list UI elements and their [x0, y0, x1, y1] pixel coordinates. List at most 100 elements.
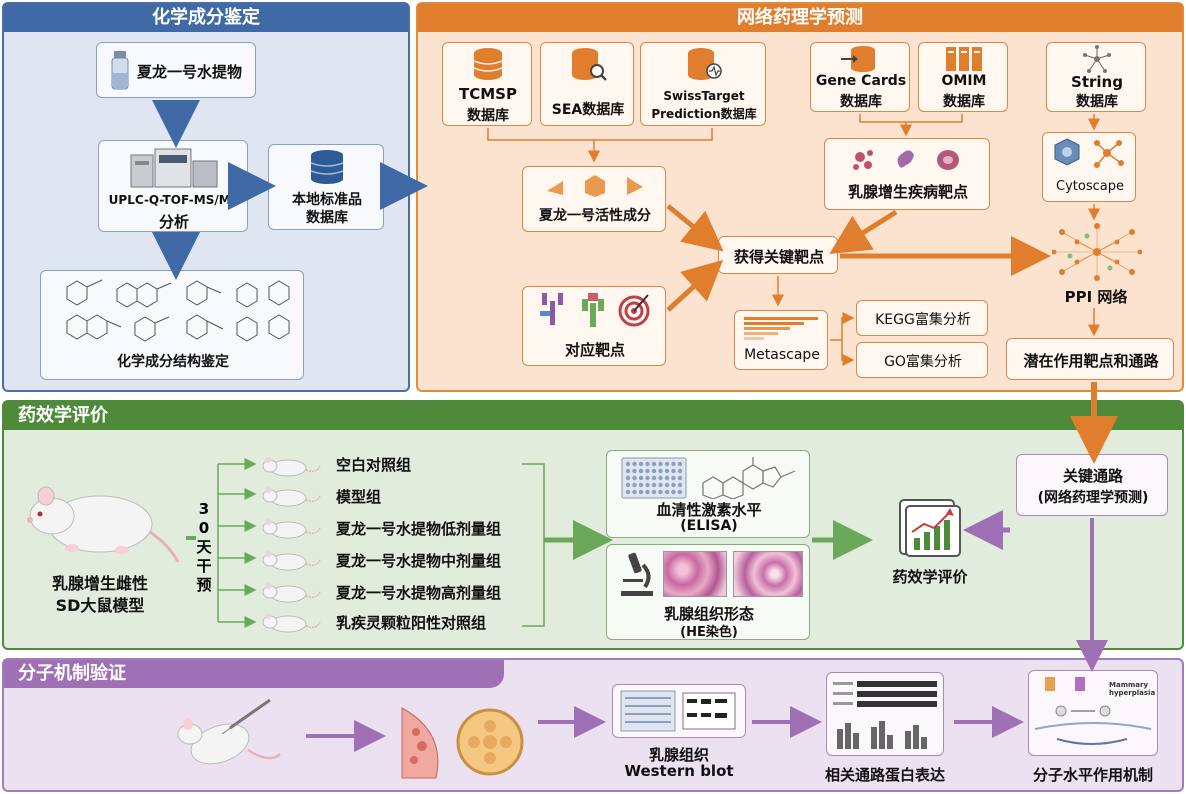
well	[625, 482, 631, 488]
well	[677, 482, 683, 488]
potential-label: 潜在作用靶点和通路	[1023, 352, 1159, 370]
mouse-icon	[258, 610, 322, 634]
tcmsp-label-2: 数据库	[467, 108, 509, 124]
well	[625, 461, 631, 467]
well	[645, 489, 650, 495]
he-stain-image	[733, 551, 803, 597]
steroid-molecule-icon	[702, 457, 796, 499]
group-label: 夏龙一号水提物高剂量组	[336, 584, 502, 602]
uplc-box: UPLC-Q-TOF-MS/MS 分析	[98, 140, 248, 232]
evaluation-label: 药效学评价	[892, 568, 968, 586]
database-import-icon	[841, 46, 875, 72]
intervention-char: 预	[196, 576, 212, 594]
well	[645, 482, 650, 488]
disease-label: 乳腺增生疾病靶点	[847, 183, 968, 201]
well	[651, 482, 657, 488]
disease-box: 乳腺增生疾病靶点	[824, 138, 990, 210]
well	[651, 489, 657, 495]
protein-box	[826, 672, 944, 756]
intervention-char: 3	[198, 500, 210, 518]
cytoscape-label: Cytoscape	[1056, 179, 1124, 194]
well	[638, 489, 644, 495]
database-wave-icon	[688, 48, 722, 80]
local-db-label-2: 数据库	[306, 210, 348, 226]
cytoscape-box: Cytoscape	[1042, 132, 1136, 202]
well	[651, 475, 657, 481]
serum-box: 血清性激素水平 (ELISA)	[606, 450, 810, 538]
string-label-2: 数据库	[1076, 94, 1118, 110]
rat-icon	[27, 486, 180, 563]
protein-label: 相关通路蛋白表达	[824, 766, 945, 784]
database-icon	[473, 48, 503, 80]
ppi-network-icon	[1052, 223, 1142, 281]
serum-label-2: (ELISA)	[680, 518, 738, 534]
elisa-plate-icon	[621, 457, 687, 499]
well	[677, 468, 683, 474]
wb-label-1: 乳腺组织	[648, 746, 709, 764]
mini-label: Mammary hyperplasia	[1109, 681, 1156, 697]
well	[638, 468, 644, 474]
well	[658, 461, 663, 467]
swiss-label-2: Prediction数据库	[651, 107, 757, 121]
corresponding-label: 对应靶点	[564, 341, 625, 359]
well	[625, 468, 631, 474]
sea-label: SEA数据库	[551, 102, 625, 118]
well	[651, 461, 657, 467]
intervention-char: 天	[196, 538, 212, 556]
string-label-1: String	[1071, 73, 1123, 91]
efficacy-section-title: 药效学评价	[4, 402, 1182, 430]
well	[671, 468, 676, 474]
chemical-structures-icon	[66, 279, 290, 342]
omim-label-1: OMIM	[941, 73, 987, 89]
model-label-2: SD大鼠模型	[55, 596, 145, 615]
receptor-target-icon	[540, 293, 650, 327]
mass-spectrometer-icon	[130, 148, 218, 188]
western-blot-box	[612, 684, 746, 738]
well	[664, 475, 670, 481]
swiss-label-1: SwissTarget	[663, 89, 745, 103]
tcmsp-label-1: TCMSP	[459, 85, 517, 103]
well	[645, 461, 650, 467]
well	[625, 475, 631, 481]
well	[671, 489, 676, 495]
well	[664, 468, 670, 474]
group-label: 乳疾灵颗粒阳性对照组	[336, 614, 487, 632]
well	[645, 468, 650, 474]
go-label: GO富集分析	[884, 354, 962, 370]
well	[671, 482, 676, 488]
mouse-icon	[258, 454, 322, 478]
well	[638, 461, 644, 467]
mechanism-diagram-icon	[1034, 677, 1152, 745]
well	[632, 489, 637, 495]
well	[671, 475, 676, 481]
tissue-box: 乳腺组织形态 (HE染色)	[606, 544, 810, 640]
well	[677, 489, 683, 495]
corresponding-box: 对应靶点	[522, 286, 666, 366]
mouse-icon	[258, 580, 322, 604]
extract-label: 夏龙一号水提物	[137, 63, 243, 81]
intervention-char: 0	[198, 519, 210, 537]
swiss-box: SwissTarget Prediction数据库	[640, 42, 766, 126]
ppi-label: PPI 网络	[1064, 288, 1128, 306]
well	[632, 468, 637, 474]
well	[658, 489, 663, 495]
molecular-box: Mammary hyperplasia	[1028, 670, 1158, 756]
bar-chart-icon	[744, 317, 818, 340]
genecards-label-1: Gene Cards	[815, 73, 907, 89]
key-targets-label: 获得关键靶点	[733, 248, 824, 266]
extract-box: 夏龙一号水提物	[96, 42, 256, 98]
local-db-label-1: 本地标准品	[292, 192, 362, 208]
breast-tissue-icon	[401, 707, 524, 779]
tissue-label-1: 乳腺组织形态	[663, 605, 754, 623]
well	[632, 475, 637, 481]
well	[632, 482, 637, 488]
serum-label-1: 血清性激素水平	[656, 501, 762, 519]
well	[671, 461, 676, 467]
protein-bands-chart-icon	[833, 681, 937, 749]
well	[664, 489, 670, 495]
omim-box: OMIM 数据库	[918, 42, 1008, 112]
sea-box: SEA数据库	[540, 42, 634, 126]
well	[645, 475, 650, 481]
blot-membrane-icon	[620, 690, 736, 732]
microscope-icon	[621, 552, 653, 596]
